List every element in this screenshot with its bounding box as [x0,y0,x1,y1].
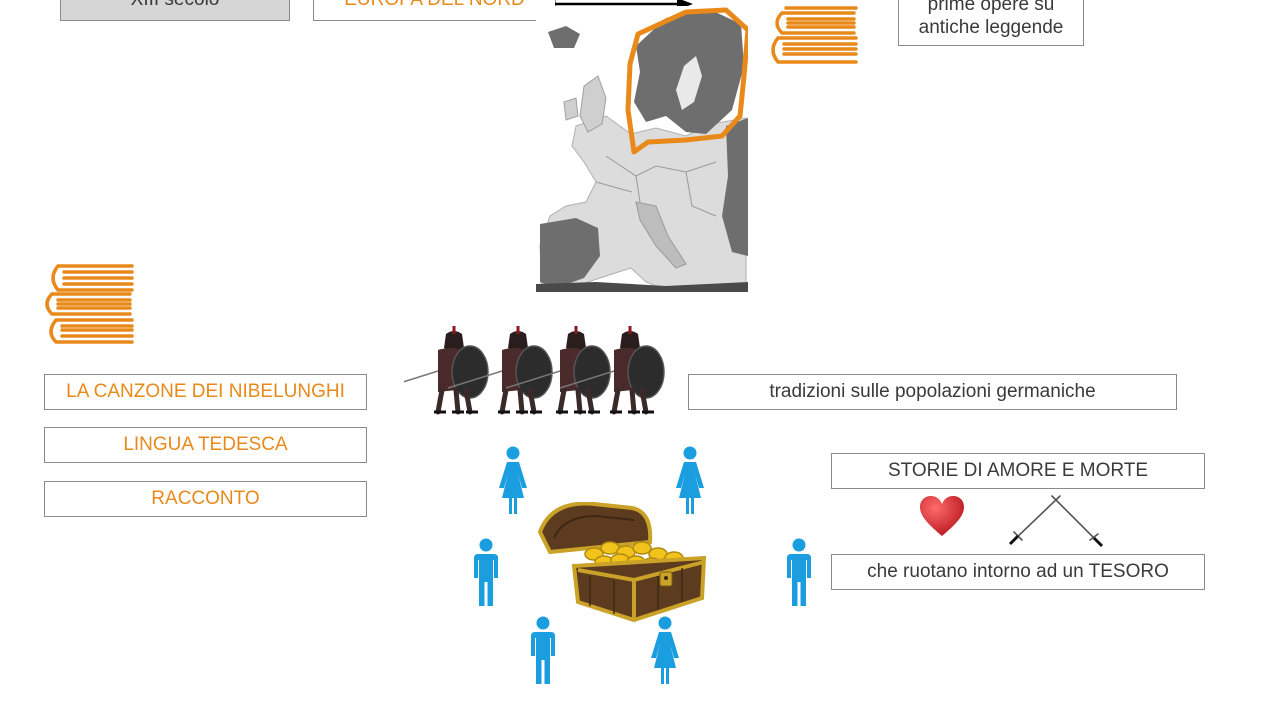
treasure-box: che ruotano intorno ad un TESORO [831,554,1205,590]
century-box: XIII secolo [60,0,290,21]
genre-label: RACCONTO [151,488,260,509]
traditions-label: tradizioni sulle popolazioni germaniche [769,381,1096,402]
treasure-chest-icon [537,502,707,623]
europe-map [536,6,748,292]
traditions-box: tradizioni sulle popolazioni germaniche [688,374,1177,410]
love-death-box: STORIE DI AMORE E MORTE [831,453,1205,489]
person-icon [676,446,704,514]
person-icon [474,538,498,606]
title-label: LA CANZONE DEI NIBELUNGHI [66,381,345,402]
books-stack-icon [771,6,858,64]
heart-icon [920,496,964,536]
works-label-line1: prime opere su [927,0,1055,15]
person-icon [531,616,555,684]
crossed-swords-icon [1008,495,1104,548]
region-label: EUROPA DEL NORD [344,0,525,12]
person-icon [651,616,679,684]
person-icon [499,446,527,514]
century-label: XIII secolo [131,0,220,12]
treasure-label: che ruotano intorno ad un TESORO [867,561,1169,582]
language-label: LINGUA TEDESCA [123,434,288,455]
title-box: LA CANZONE DEI NIBELUNGHI [44,374,367,410]
warriors-illustration [404,324,668,416]
genre-box: RACCONTO [44,481,367,517]
region-box: EUROPA DEL NORD [313,0,556,21]
love-death-label: STORIE DI AMORE E MORTE [887,460,1149,481]
works-box: prime opere su antiche leggende [898,0,1084,46]
books-stack-icon [45,264,134,344]
works-label-line2: antiche leggende [918,17,1064,38]
language-box: LINGUA TEDESCA [44,427,367,463]
person-icon [787,538,811,606]
